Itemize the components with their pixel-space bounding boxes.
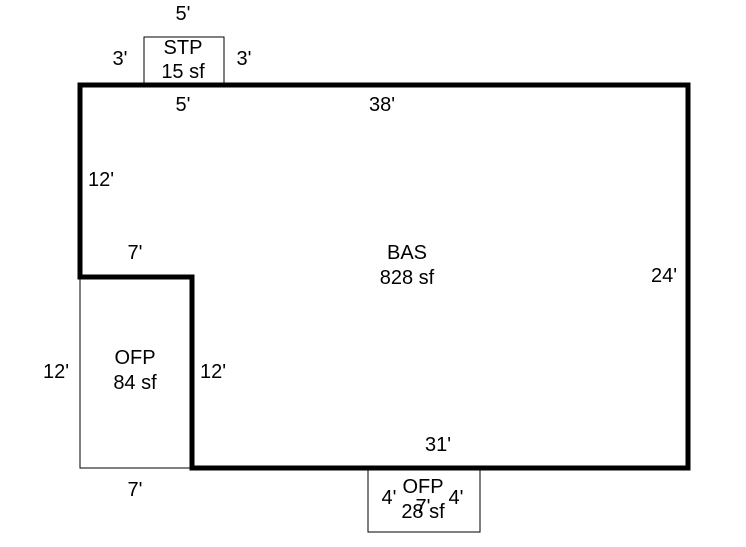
ofp-left-outline bbox=[79, 277, 192, 469]
bas-outline bbox=[77, 82, 691, 471]
stp-left-dimension: 3' bbox=[113, 48, 128, 70]
bas-area-label: 828 sf bbox=[380, 267, 435, 289]
ofp-left-area-label: 84 sf bbox=[113, 372, 157, 394]
ofp-left-side-dimension: 12' bbox=[43, 361, 69, 383]
stp-code-label: STP bbox=[164, 37, 203, 59]
bas-right-dimension: 24' bbox=[651, 265, 677, 287]
bas-notch-side-dimension: 12' bbox=[200, 361, 226, 383]
stp-top-dimension: 5' bbox=[176, 3, 191, 25]
ofp-bottom-left-dimension: 4' bbox=[382, 487, 397, 509]
ofp-bottom-code-label: OFP bbox=[402, 476, 443, 498]
bas-top-dimension: 38' bbox=[369, 94, 395, 116]
ofp-bottom-mid-dimension: 7' bbox=[416, 496, 431, 518]
ofp-left-bottom-dimension: 7' bbox=[128, 479, 143, 501]
ofp-bottom-area-label: 28 sf bbox=[401, 501, 445, 523]
bas-code-label: BAS bbox=[387, 242, 427, 264]
bas-left-upper-dimension: 12' bbox=[88, 169, 114, 191]
bas-bottom-dimension: 31' bbox=[425, 434, 451, 456]
stp-right-dimension: 3' bbox=[237, 48, 252, 70]
ofp-left-code-label: OFP bbox=[114, 347, 155, 369]
stp-bottom-dimension: 5' bbox=[176, 94, 191, 116]
bas-notch-top-dimension: 7' bbox=[128, 242, 143, 264]
stp-area-label: 15 sf bbox=[161, 61, 205, 83]
ofp-bottom-right-dimension: 4' bbox=[449, 487, 464, 509]
